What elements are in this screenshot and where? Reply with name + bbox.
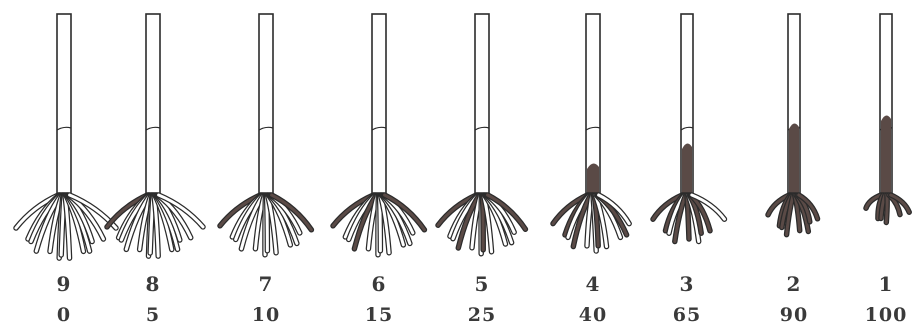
plant-stage	[653, 14, 724, 241]
score-label: 1	[856, 274, 916, 294]
plant-stage	[107, 14, 203, 256]
stem-rot	[789, 123, 799, 195]
plant-stage	[333, 14, 424, 255]
score-label: 3	[657, 274, 717, 294]
percent-label: 100	[856, 305, 916, 325]
percent-label: 65	[657, 305, 717, 325]
score-label: 6	[349, 274, 409, 294]
stem-rot	[587, 163, 599, 195]
score-label: 2	[764, 274, 824, 294]
percent-label: 15	[349, 305, 409, 325]
percent-label: 10	[236, 305, 296, 325]
plant-stage	[553, 14, 629, 251]
plant-stage	[866, 14, 909, 222]
score-label: 9	[34, 274, 94, 294]
stem	[372, 14, 386, 197]
stem-rot	[682, 143, 692, 195]
stem	[259, 14, 273, 197]
stem	[146, 14, 160, 197]
percent-label: 0	[34, 305, 94, 325]
stem-rot	[881, 115, 891, 195]
plant-stage	[220, 14, 311, 255]
score-label: 5	[452, 274, 512, 294]
percent-label: 90	[764, 305, 824, 325]
percent-label: 5	[123, 305, 183, 325]
stem	[475, 14, 489, 197]
plant-stage	[768, 14, 818, 235]
root-rotted	[886, 195, 887, 222]
plant-stage	[438, 14, 525, 254]
score-label: 7	[236, 274, 296, 294]
plant-stage	[16, 14, 116, 258]
score-label: 8	[123, 274, 183, 294]
percent-label: 40	[563, 305, 623, 325]
score-label: 4	[563, 274, 623, 294]
percent-label: 25	[452, 305, 512, 325]
stem	[57, 14, 71, 197]
